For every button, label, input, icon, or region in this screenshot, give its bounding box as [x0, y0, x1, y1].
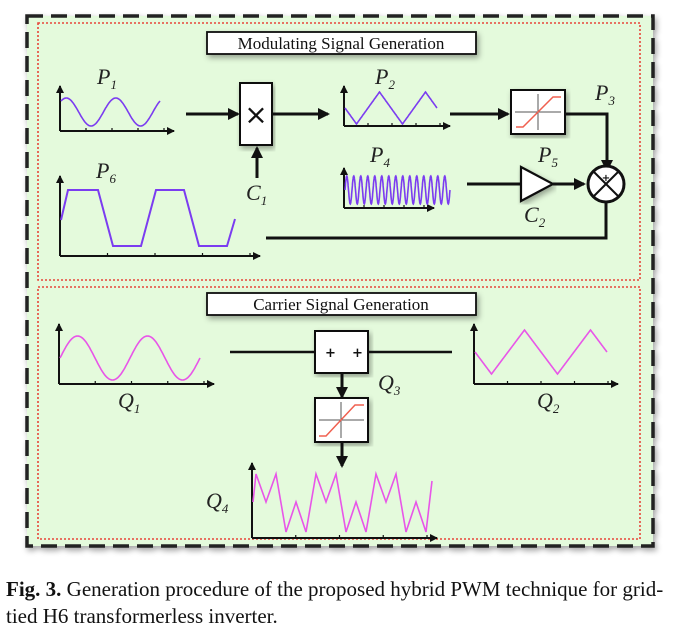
- gain-block-c2: [519, 165, 556, 203]
- label-P2: P2: [374, 64, 395, 92]
- svg-text:C2: C2: [524, 202, 546, 230]
- svg-text:P3: P3: [594, 80, 615, 108]
- label-Q4: Q4: [206, 488, 229, 516]
- label-P5: P5: [537, 142, 558, 170]
- svg-text:Q3: Q3: [378, 370, 401, 398]
- q4-waveform: [252, 470, 433, 533]
- svg-text:P6: P6: [95, 158, 116, 186]
- svg-text:P5: P5: [537, 142, 558, 170]
- q2-waveform: [474, 328, 608, 376]
- label-P6: P6: [95, 158, 116, 186]
- svg-text:Q2: Q2: [537, 388, 560, 416]
- label-P4: P4: [369, 142, 390, 170]
- svg-text:P4: P4: [369, 142, 390, 170]
- p1-waveform: [60, 97, 161, 127]
- svg-text:Q4: Q4: [206, 488, 229, 516]
- label-Q3: Q3: [378, 370, 401, 398]
- svg-text:P2: P2: [374, 64, 395, 92]
- svg-text:Q1: Q1: [118, 388, 140, 416]
- figure-caption: Fig. 3. Generation procedure of the prop…: [6, 576, 686, 630]
- modulating-title: Modulating Signal Generation: [238, 34, 445, 53]
- multiplier-symbol: ×: [244, 98, 267, 131]
- diagram-canvas: Modulating Signal Generation Carrier Sig…: [25, 14, 655, 548]
- svg-text:P1: P1: [96, 64, 117, 92]
- modulating-section-border: [37, 22, 641, 281]
- p4-waveform: [344, 174, 451, 206]
- summer-plus: +: [602, 173, 610, 184]
- label-C1: C1: [246, 180, 267, 208]
- saturation-icon-p: [515, 94, 561, 130]
- p6-to-summer-line: [266, 202, 608, 240]
- label-C2: C2: [524, 202, 546, 230]
- multiplier-block: [239, 82, 273, 146]
- summer-block-p: +: [586, 164, 626, 204]
- saturation-icon-q: [319, 402, 364, 438]
- p6-waveform: [60, 189, 236, 247]
- svg-text:C1: C1: [246, 180, 267, 208]
- label-P3: P3: [594, 80, 615, 108]
- carrier-title: Carrier Signal Generation: [253, 295, 429, 314]
- q1-waveform: [59, 335, 201, 381]
- label-P1: P1: [96, 64, 117, 92]
- caption-label: Fig. 3.: [6, 577, 62, 601]
- label-Q1: Q1: [118, 388, 140, 416]
- modulating-title-box: [206, 31, 477, 55]
- caption-text: Generation procedure of the proposed hyb…: [6, 577, 664, 628]
- summer-q-plus-right: +: [352, 346, 363, 361]
- summer-q-plus-left: +: [325, 346, 336, 361]
- p3-to-summer-line: [565, 112, 613, 172]
- carrier-title-box: [206, 292, 477, 316]
- carrier-section-border: [37, 286, 641, 540]
- p2-waveform: [344, 90, 438, 126]
- label-Q2: Q2: [537, 388, 560, 416]
